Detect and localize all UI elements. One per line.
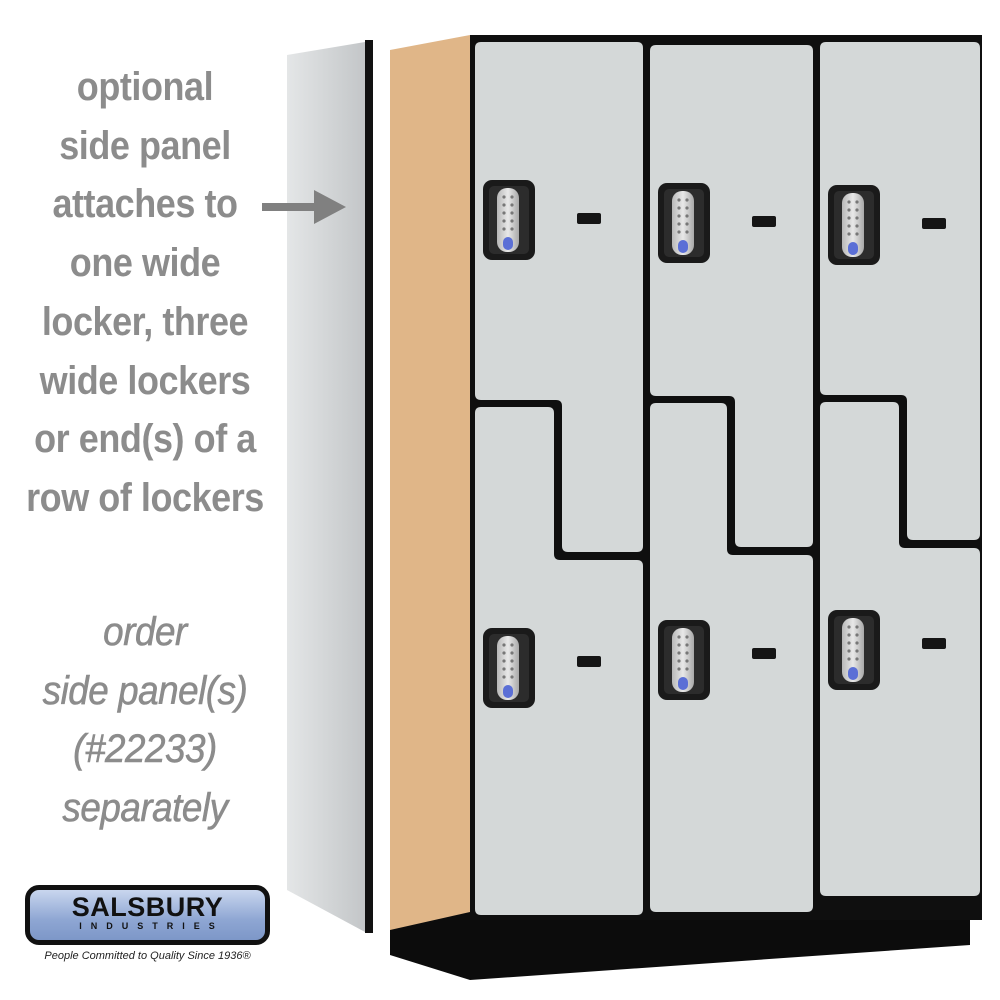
order-line: separately — [62, 786, 228, 831]
callout-line: side panel — [59, 123, 231, 168]
upper-door-1[interactable] — [475, 42, 643, 552]
keypad-lock-icon[interactable] — [483, 180, 535, 260]
upper-door-2[interactable] — [650, 45, 813, 547]
order-line: order — [103, 610, 188, 655]
lower-door-1[interactable] — [475, 407, 643, 915]
keypad-lock-icon[interactable] — [828, 185, 880, 265]
callout-line: row of lockers — [26, 475, 264, 520]
salsbury-logo: SALSBURY INDUSTRIES — [25, 885, 270, 945]
callout-line: one wide — [69, 241, 221, 286]
logo-name: SALSBURY — [71, 892, 224, 922]
vent-slot — [577, 213, 601, 224]
order-line: (#22233) — [73, 727, 218, 772]
vent-slot — [752, 648, 776, 659]
locker-base — [390, 912, 970, 980]
locker-side — [390, 35, 470, 935]
side-panel — [287, 40, 373, 933]
callout-line: or end(s) of a — [34, 417, 256, 462]
logo-subtitle: INDUSTRIES — [79, 921, 224, 931]
vent-slot — [577, 656, 601, 667]
keypad-lock-icon[interactable] — [658, 620, 710, 700]
locker-doors — [475, 42, 980, 915]
order-line: side panel(s) — [42, 668, 248, 713]
arrow-icon — [262, 190, 346, 224]
vent-slot — [752, 216, 776, 227]
keypad-lock-icon[interactable] — [658, 183, 710, 263]
callout-line: attaches to — [52, 182, 238, 227]
upper-door-3[interactable] — [820, 42, 980, 540]
logo-tagline: People Committed to Quality Since 1936® — [44, 950, 251, 962]
lower-door-2[interactable] — [650, 403, 813, 912]
order-note: order side panel(s) (#22233) separately — [12, 603, 279, 838]
vent-slot — [922, 218, 946, 229]
callout-line: optional — [76, 65, 214, 109]
lower-door-3[interactable] — [820, 402, 980, 896]
side-panel-callout: optional side panel attaches to one wide loc… — [15, 58, 276, 528]
keypad-lock-icon[interactable] — [483, 628, 535, 708]
callout-line: wide lockers — [39, 358, 251, 403]
callout-line: locker, three — [41, 299, 249, 344]
keypad-lock-icon[interactable] — [828, 610, 880, 690]
vent-slot — [922, 638, 946, 649]
